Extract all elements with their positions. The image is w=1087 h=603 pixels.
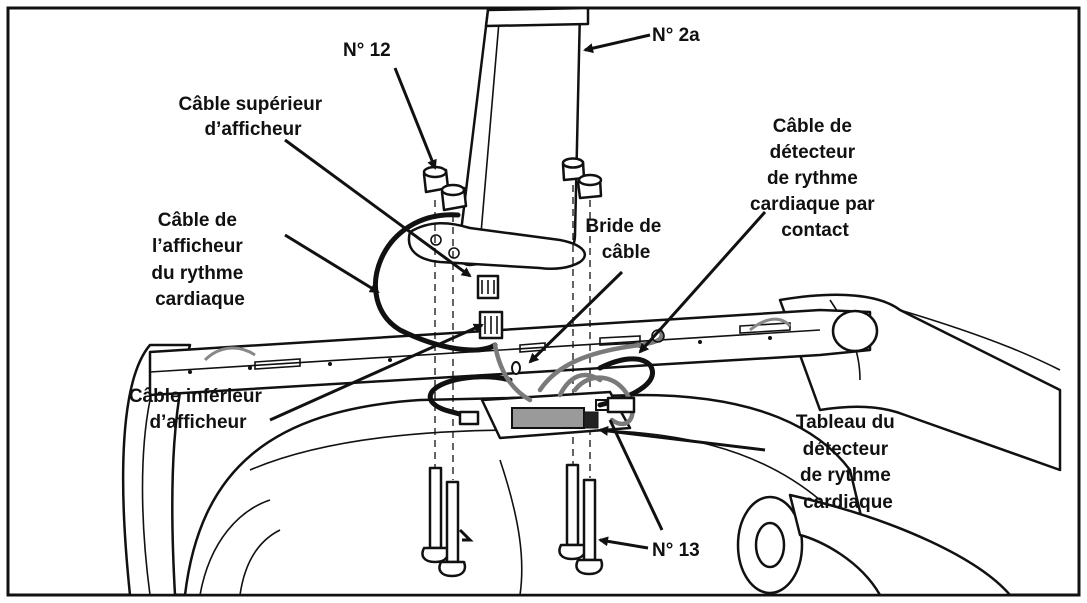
text-labels: N° 12 N° 2a Câble supérieur d’afficheur … — [129, 25, 900, 561]
label-n12: N° 12 — [343, 40, 391, 61]
leader-hr-display-cable — [284, 233, 380, 294]
lower-connector — [478, 310, 504, 340]
nut — [440, 183, 468, 212]
label-cable-tie: Bride de câble — [585, 216, 666, 263]
label-hr-board: Tableau du détecteur de rythme cardiaque — [796, 412, 900, 513]
leader-lines — [269, 33, 767, 550]
screw — [438, 480, 467, 578]
nut — [576, 173, 603, 200]
leader-n13 — [598, 536, 649, 550]
leader-hr-board — [598, 425, 766, 452]
leader-lower-cable — [269, 323, 484, 422]
screw — [421, 466, 450, 564]
screws-n13 — [421, 463, 604, 578]
leader-n13-tail — [458, 528, 474, 542]
label-upper-cable: Câble supérieur d’afficheur — [179, 94, 328, 140]
board-connector-left — [458, 410, 480, 426]
leader-n12 — [393, 67, 437, 170]
leader-n13-board — [608, 419, 664, 531]
nuts-n12 — [422, 157, 603, 212]
screw — [575, 478, 604, 576]
label-contact-hr-cable: Câble de détecteur de rythme cardiaque p… — [750, 116, 880, 241]
label-hr-display-cable: Câble de l’afficheur du rythme cardiaque — [151, 210, 248, 310]
label-n2a: N° 2a — [652, 25, 700, 46]
label-lower-cable: Câble inférieur d’afficheur — [129, 386, 267, 433]
leader-contact-hr-cable — [638, 211, 767, 354]
frame-housing — [121, 293, 1062, 597]
board-connector-right — [606, 396, 636, 414]
leader-cable-tie — [528, 270, 624, 364]
leader-n2a — [583, 33, 651, 54]
upright-post — [407, 6, 590, 270]
leader-upper-cable — [284, 138, 472, 278]
upper-connector — [476, 274, 500, 300]
cables — [373, 212, 665, 427]
label-n13: N° 13 — [652, 540, 700, 561]
